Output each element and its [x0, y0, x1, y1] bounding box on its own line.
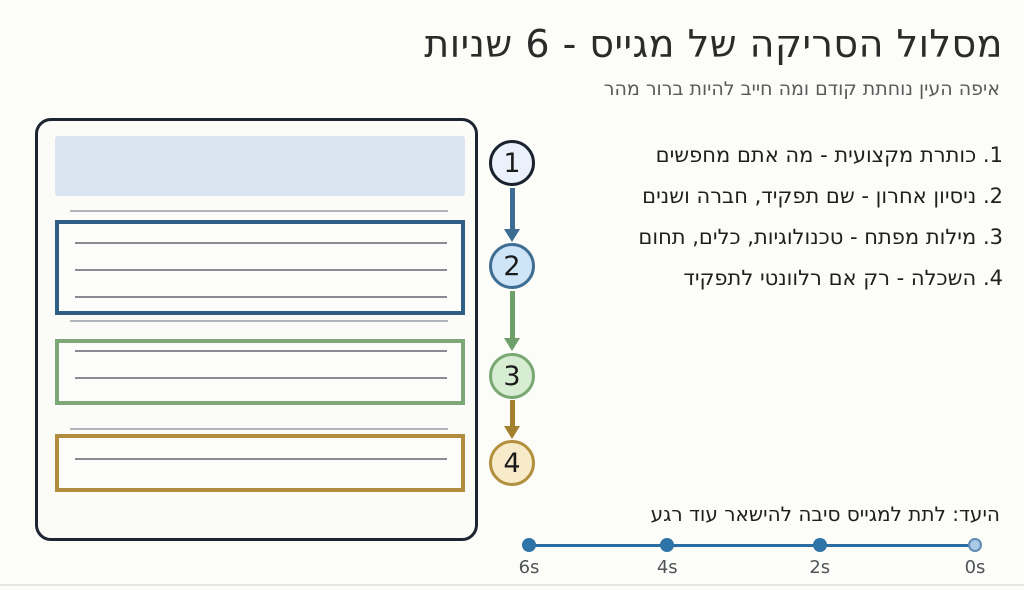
- timeline-line: [529, 544, 975, 547]
- scan-step-item: 3. מילות מפתח - טכנולוגיות, כלים, תחום: [638, 225, 1003, 249]
- text-line: [75, 296, 447, 298]
- scan-step-item: 1. כותרת מקצועית - מה אתם מחפשים: [655, 143, 1003, 167]
- scan-steps-list: 1. כותרת מקצועית - מה אתם מחפשים 2. ניסי…: [533, 143, 1003, 290]
- section-divider: [70, 320, 448, 322]
- timeline-tick-label: 6s: [518, 557, 540, 578]
- page-title: מסלול הסריקה של מגייס - 6 שניות: [424, 22, 1003, 66]
- scan-step-item: 2. ניסיון אחרון - שם תפקיד, חברה ושנים: [642, 184, 1003, 208]
- timeline-tick-label: 0s: [964, 557, 986, 578]
- text-line: [75, 458, 447, 460]
- resume-section-experience-box: [55, 220, 465, 315]
- arrow-down-icon-2: [504, 291, 520, 351]
- step-number: 3: [503, 360, 521, 392]
- timeline-dot: [660, 538, 675, 552]
- timeline-dot: [522, 538, 536, 552]
- section-divider: [70, 428, 448, 430]
- step-number: 4: [503, 447, 521, 479]
- timeline-tick-2s: 2s: [796, 538, 844, 578]
- text-line: [75, 350, 447, 352]
- resume-section-keywords-box: [55, 339, 465, 405]
- resume-section-education-box: [55, 434, 465, 492]
- text-line: [75, 269, 447, 271]
- step-number: 2: [503, 250, 521, 282]
- scan-step-item: 4. השכלה - רק אם רלוונטי לתפקיד: [683, 266, 1003, 290]
- text-line: [75, 242, 447, 244]
- timeline-tick-4s: 4s: [643, 538, 691, 578]
- arrow-down-icon-3: [504, 400, 520, 439]
- page-subtitle: איפה העין נוחתת קודם ומה חייב להיות ברור…: [603, 78, 1000, 100]
- step-circle-4: 4: [489, 440, 535, 486]
- timeline-tick-label: 4s: [656, 557, 678, 578]
- step-circle-1: 1: [489, 140, 535, 186]
- timeline: 6s 4s 2s 0s: [519, 538, 985, 584]
- goal-text: היעד: לתת למגייס סיבה להישאר עוד רגע: [650, 502, 1000, 526]
- timeline-tick-label: 2s: [809, 557, 831, 578]
- resume-header-block: [55, 136, 465, 196]
- resume-mockup: [35, 118, 478, 541]
- slide-bottom-edge: [0, 584, 1024, 586]
- step-number: 1: [503, 147, 521, 179]
- arrow-down-icon-1: [504, 188, 520, 242]
- timeline-dot: [968, 538, 982, 552]
- timeline-tick-0s: 0s: [951, 538, 999, 578]
- timeline-tick-6s: 6s: [505, 538, 553, 578]
- step-circle-3: 3: [489, 353, 535, 399]
- step-circle-2: 2: [489, 243, 535, 289]
- text-line: [75, 377, 447, 379]
- section-divider: [70, 210, 448, 212]
- timeline-dot: [812, 538, 827, 552]
